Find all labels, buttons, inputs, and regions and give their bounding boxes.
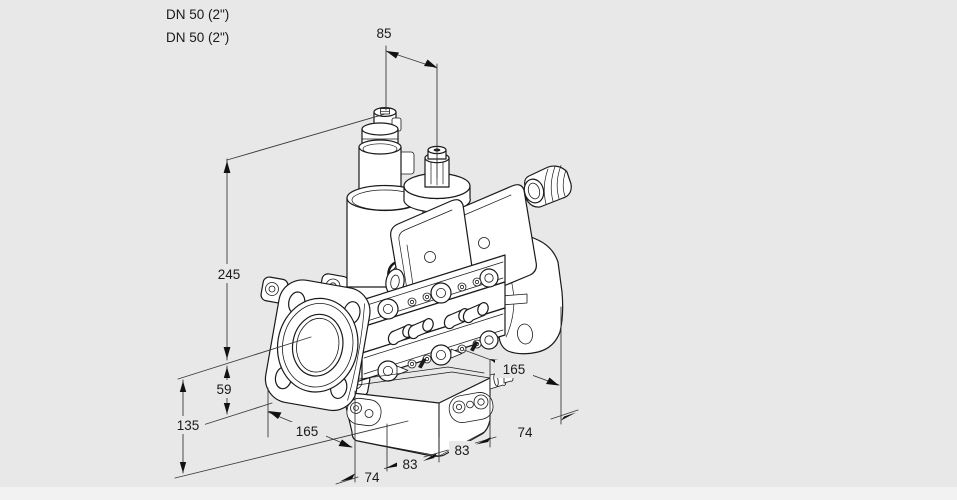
dim-label-59: 59 — [216, 382, 231, 397]
dim-label-74-right: 74 — [517, 425, 533, 440]
slash-mark — [418, 358, 427, 369]
bottom-extension — [174, 420, 409, 479]
dim-bottom-chain — [335, 359, 579, 485]
valve-body — [347, 254, 506, 386]
dim-label-135: 135 — [177, 418, 200, 433]
centerline-extension — [177, 336, 312, 380]
bottom-strip — [0, 487, 957, 500]
left-flange — [264, 279, 371, 412]
slash-mark — [470, 341, 479, 352]
dim-label-83-left: 83 — [402, 457, 417, 472]
bottom-actuator-box — [342, 366, 514, 457]
port-size-label-top: DN 50 (2") — [166, 7, 229, 22]
dim-label-165-left: 165 — [296, 424, 319, 439]
dimension-annotations: DN 50 (2") DN 50 (2") 85 245 59 135 165 … — [166, 7, 579, 486]
valve-drawing — [260, 106, 572, 457]
test-point-plugs — [387, 302, 489, 346]
right-flange — [496, 234, 564, 355]
dim-label-85: 85 — [376, 26, 391, 41]
dim-label-83-right: 83 — [454, 443, 469, 458]
port-size-label-bottom: DN 50 (2") — [166, 30, 229, 45]
dim-label-245: 245 — [218, 267, 241, 282]
dim-245 — [223, 113, 386, 361]
dim-85 — [385, 45, 438, 179]
flow-arrow-mark — [450, 348, 463, 359]
body-screws — [407, 277, 482, 369]
dim-label-74-bottom: 74 — [364, 470, 380, 485]
flange-bottom-extension — [202, 402, 273, 426]
flow-arrow-mark — [396, 365, 409, 376]
cable-gland — [523, 165, 572, 208]
dim-label-165-right: 165 — [503, 362, 526, 377]
